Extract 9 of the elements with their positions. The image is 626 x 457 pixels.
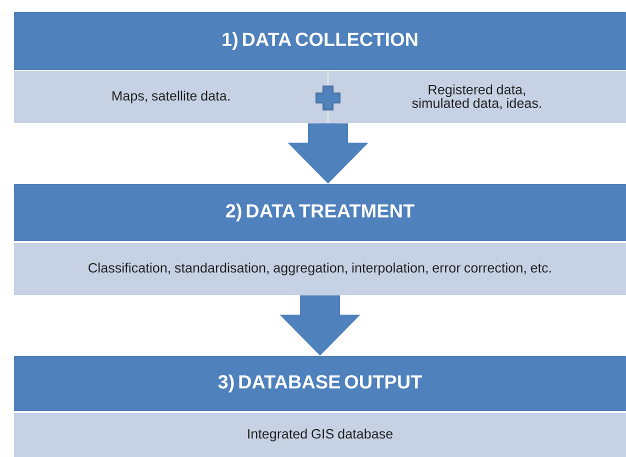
header-band: 2) DATA TREATMENT — [14, 184, 626, 241]
node-label: Registered data, simulated data, ideas. — [412, 84, 541, 110]
content-band: Classification, standardisation, aggregation, interpolation, error correction, etc. — [14, 243, 626, 295]
content-band: Maps, satellite data. — [14, 71, 328, 123]
header-band: 1) DATA COLLECTION — [14, 12, 626, 70]
node-label: Maps, satellite data. — [112, 90, 230, 104]
content-band: Registered data, simulated data, ideas. — [328, 71, 626, 123]
header-band: 3) DATABASE OUTPUT — [14, 356, 626, 411]
content-band: Integrated GIS database — [14, 413, 626, 457]
